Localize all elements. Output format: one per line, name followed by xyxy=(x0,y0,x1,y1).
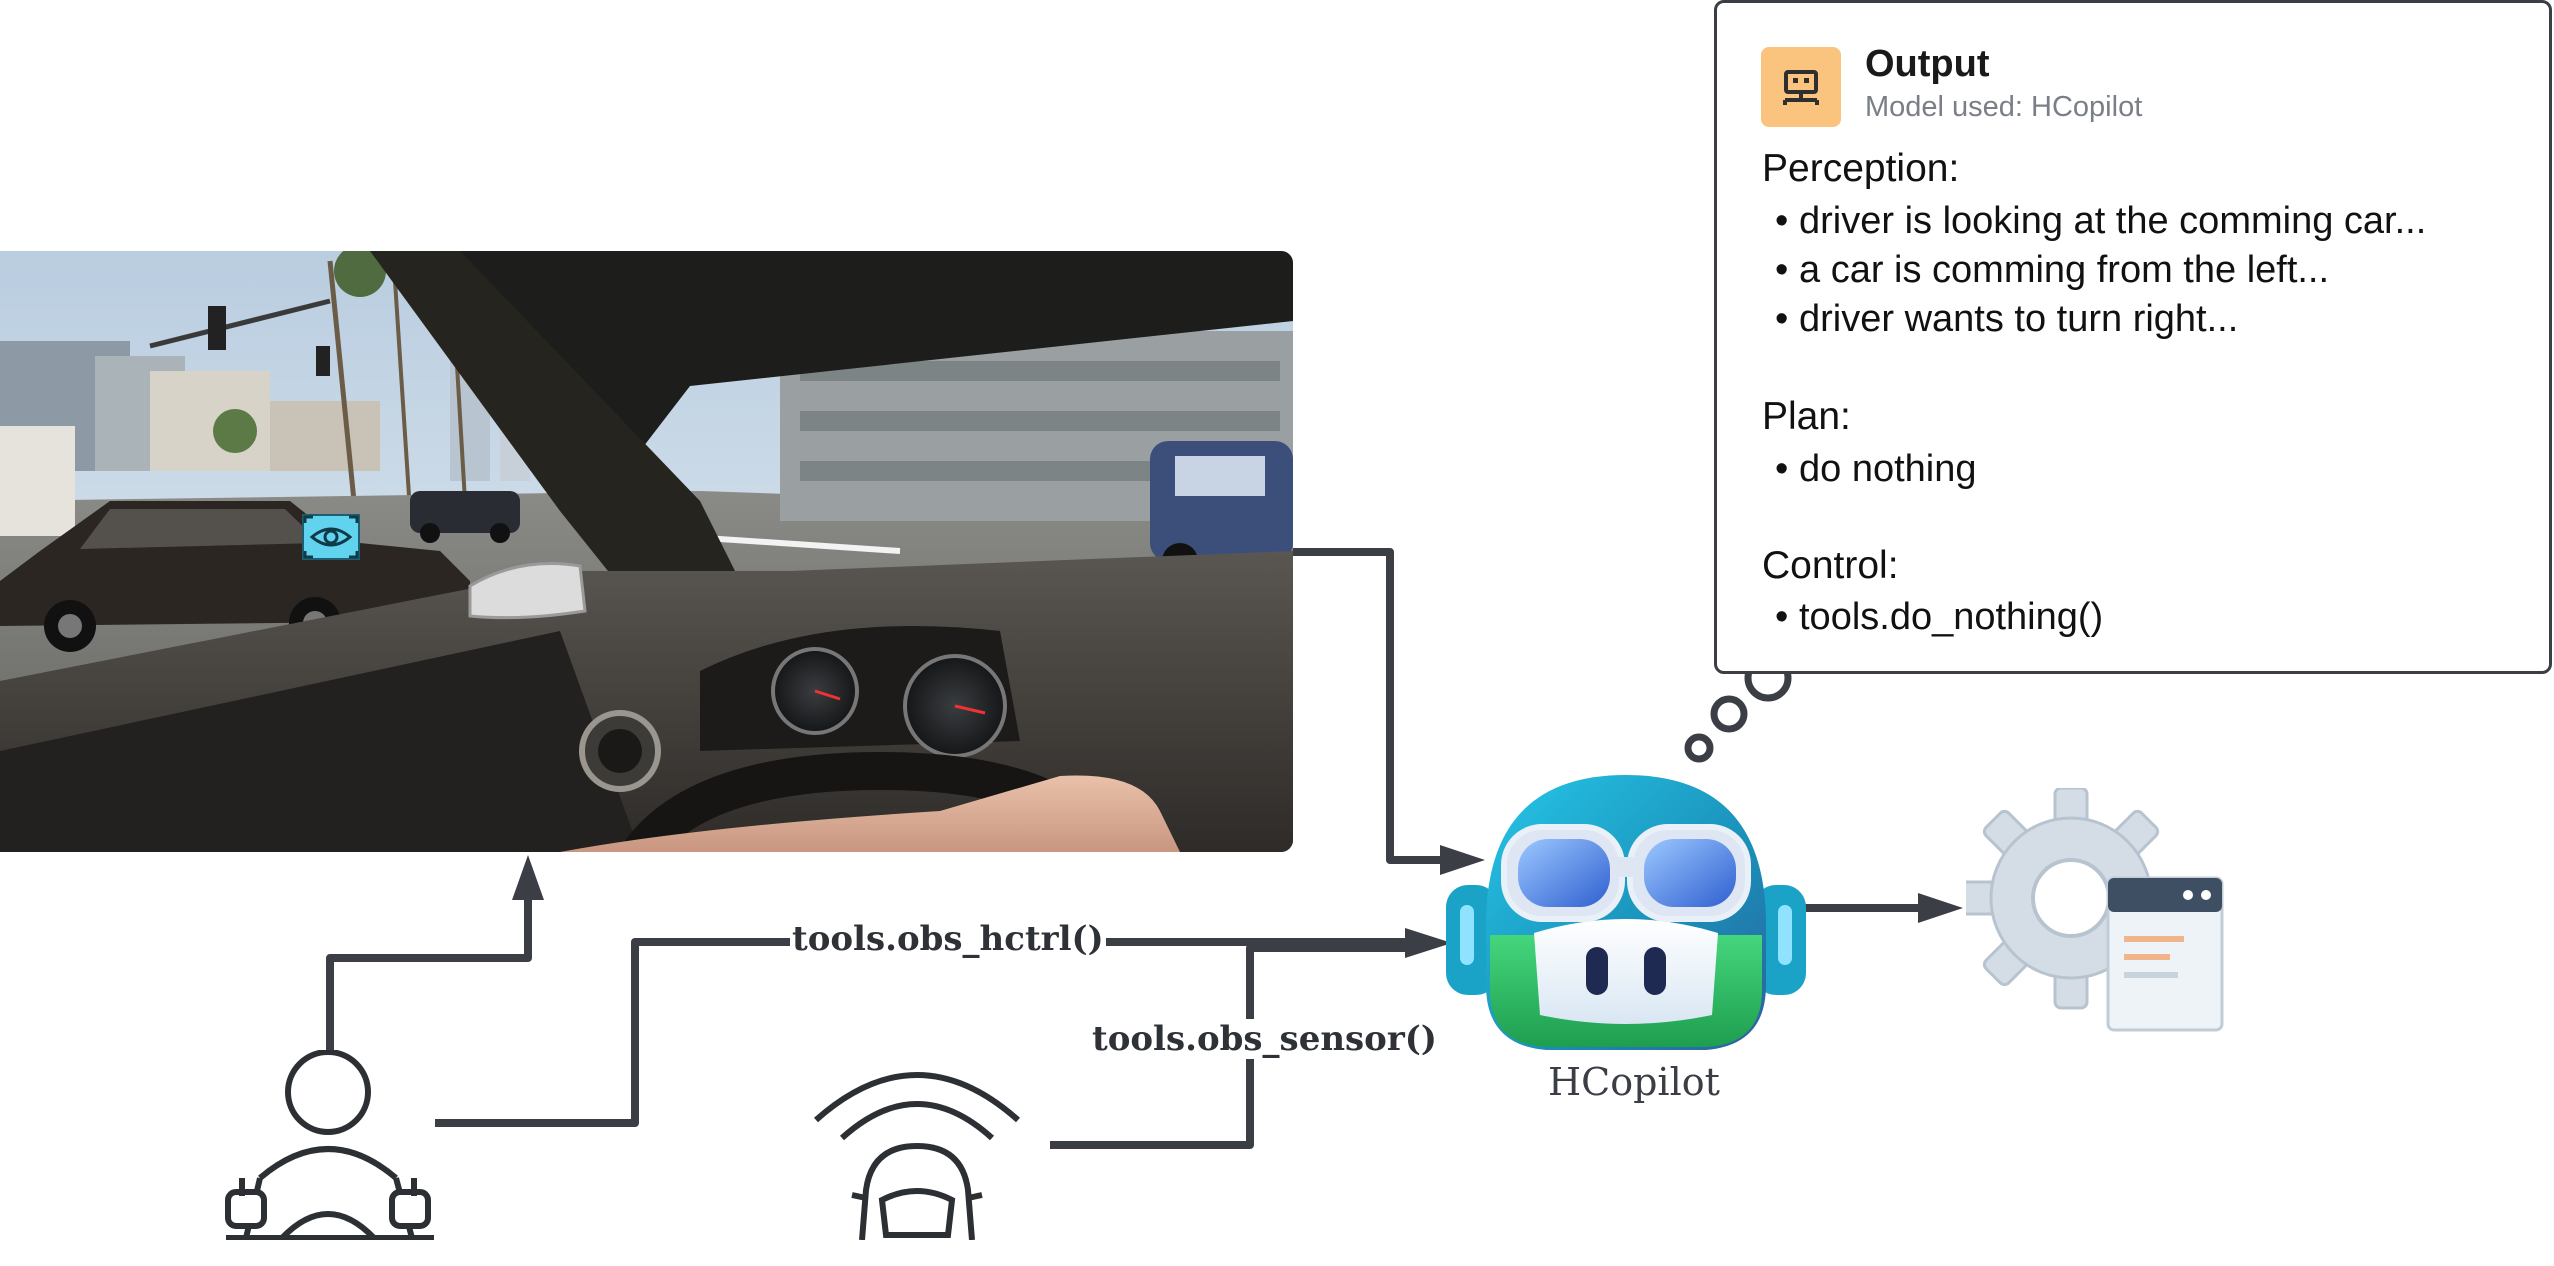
perception-item: a car is comming from the left... xyxy=(1775,246,2426,295)
perception-item: driver wants to turn right... xyxy=(1775,295,2426,344)
control-item: tools.do_nothing() xyxy=(1775,593,2103,642)
plan-heading: Plan: xyxy=(1762,395,1851,438)
copilot-mascot-icon xyxy=(1446,775,1806,1050)
obs-sensor-label: tools.obs_sensor() xyxy=(1090,1019,1439,1059)
car-sensor-icon xyxy=(814,1072,1020,1240)
plan-list: do nothing xyxy=(1775,445,1977,494)
perception-heading: Perception: xyxy=(1762,147,1960,190)
driver-to-scene-connector xyxy=(326,900,532,1050)
driver-icon xyxy=(225,1050,434,1240)
control-list: tools.do_nothing() xyxy=(1775,593,2103,642)
eye-icon xyxy=(302,514,360,560)
robot-icon xyxy=(1761,47,1841,127)
plan-item: do nothing xyxy=(1775,445,1977,494)
control-heading: Control: xyxy=(1762,544,1899,587)
perception-item: driver is looking at the comming car... xyxy=(1775,197,2426,246)
obs-hctrl-label: tools.obs_hctrl() xyxy=(790,919,1106,959)
scene-to-hcopilot-arrowhead xyxy=(1440,845,1485,875)
driver-to-scene-arrowhead xyxy=(512,855,544,900)
output-card: Output Model used: HCopilot Perception: … xyxy=(1714,0,2552,674)
hcopilot-label: HCopilot xyxy=(1548,1060,1720,1104)
scene-to-hcopilot-connector xyxy=(1293,548,1440,864)
perception-list: driver is looking at the comming car... … xyxy=(1775,197,2426,344)
gear-window-icon xyxy=(1966,788,2224,1032)
model-used-label: Model used: HCopilot xyxy=(1865,91,2143,123)
hcopilot-to-settings-arrowhead xyxy=(1918,893,1963,923)
output-title: Output xyxy=(1865,43,1990,85)
hcopilot-input-arrowhead xyxy=(1405,928,1452,958)
driving-scene-image xyxy=(0,251,1293,852)
